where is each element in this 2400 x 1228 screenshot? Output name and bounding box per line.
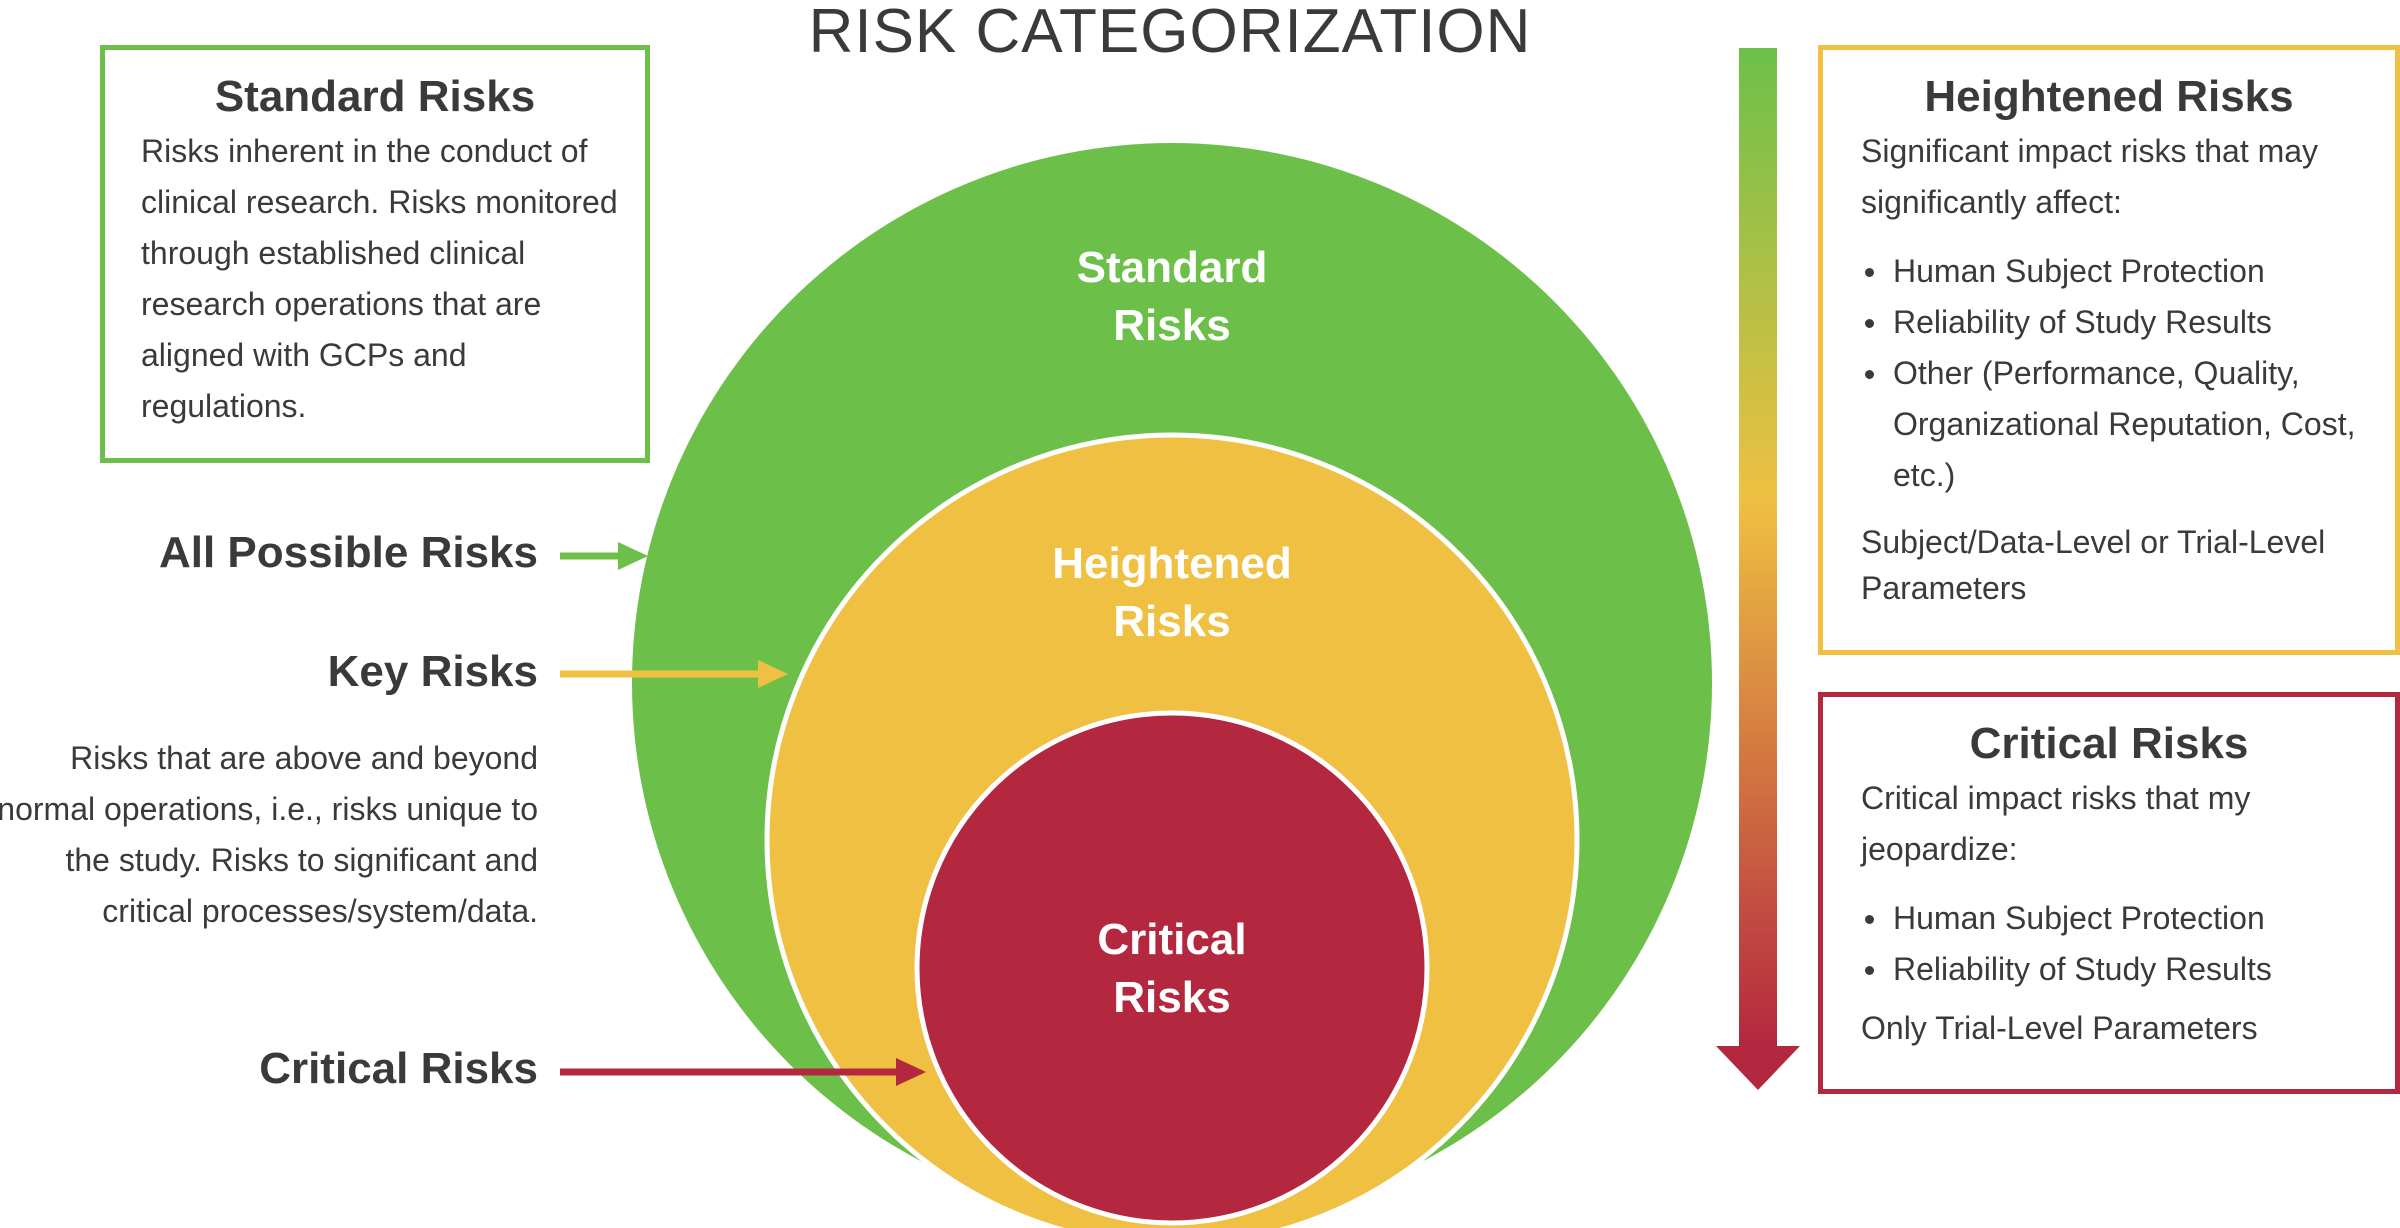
standard-box-heading: Standard Risks [214,72,536,121]
all-possible-risks-arrow [560,542,648,570]
heightened-box-heading: Heightened Risks [1924,72,2294,121]
heightened-box-params: Subject/Data-Level or Trial-Level Parame… [1861,524,2326,606]
critical-box-params: Only Trial-Level Parameters [1861,1010,2258,1046]
all-possible-risks-label: All Possible Risks [158,528,538,577]
standard-circle-label-line-2: Risks [1113,301,1230,350]
heightened-risks-box: Heightened Risks Significant impact risk… [1818,45,2400,655]
critical-circle-label-line-2: Risks [1113,973,1230,1022]
list-item: Reliability of Study Results [1865,944,2395,995]
standard-box-body: Risks inherent in the conduct of clinica… [141,133,618,424]
critical-box-list: Human Subject Protection Reliability of … [1823,875,2395,995]
list-item: Reliability of Study Results [1865,297,2395,348]
key-risks-label: Key Risks [327,647,538,696]
critical-risks-label: Critical Risks [259,1044,538,1093]
standard-circle-label-line-1: Standard [1077,243,1268,292]
critical-box-heading: Critical Risks [1969,719,2249,768]
key-risks-arrow [560,660,788,688]
critical-risks-box: Critical Risks Critical impact risks tha… [1818,692,2400,1094]
severity-gradient-arrow [1716,48,1800,1090]
critical-circle-label-line-1: Critical [1097,915,1246,964]
critical-risks-arrow [560,1058,926,1086]
heightened-box-intro: Significant impact risks that may signif… [1861,133,2319,220]
list-item: Other (Performance, Quality, Organizatio… [1865,348,2395,501]
key-risks-description: Risks that are above and beyond normal o… [0,740,538,929]
diagram-title: RISK CATEGORIZATION [808,0,1532,66]
heightened-circle-label-line-1: Heightened [1052,539,1292,588]
heightened-circle-label-line-2: Risks [1113,597,1230,646]
list-item: Human Subject Protection [1865,893,2395,944]
heightened-box-list: Human Subject Protection Reliability of … [1823,228,2395,501]
list-item: Human Subject Protection [1865,246,2395,297]
critical-risks-circle [914,710,1430,1226]
standard-risks-box: Standard Risks Risks inherent in the con… [100,45,650,463]
critical-box-intro: Critical impact risks that my jeopardize… [1861,780,2251,867]
